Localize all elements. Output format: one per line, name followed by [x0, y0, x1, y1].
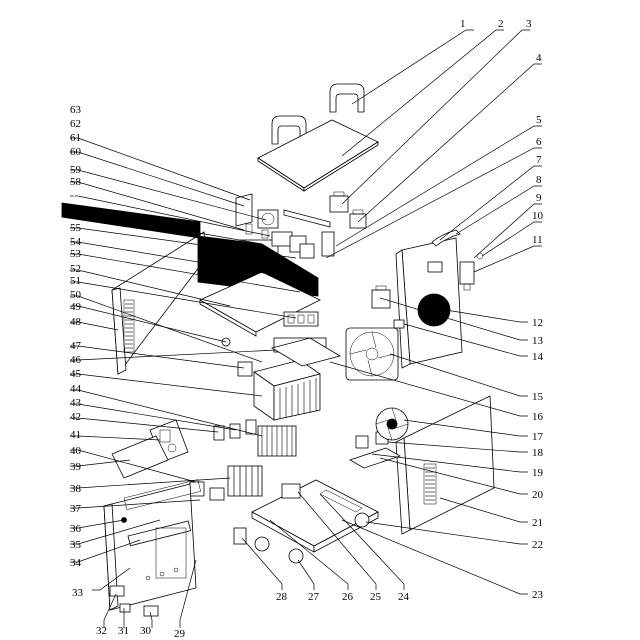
callout-28: 28: [276, 591, 288, 603]
callout-58: 58: [70, 176, 82, 188]
callout-41: 41: [70, 429, 81, 441]
callout-62: 62: [70, 118, 81, 130]
callout-36: 36: [70, 523, 82, 535]
transformer-small: [329, 195, 349, 213]
callout-63: 63: [70, 104, 82, 116]
callout-55: 55: [70, 222, 82, 234]
callout-3: 3: [526, 18, 532, 30]
callout-24: 24: [398, 591, 410, 603]
callout-16: 16: [532, 411, 544, 423]
callout-53: 53: [70, 248, 82, 260]
callout-54: 54: [70, 236, 82, 248]
callout-31: 31: [118, 625, 129, 637]
callout-57: 57: [70, 190, 82, 202]
callout-56: 56: [70, 205, 82, 217]
callout-33: 33: [72, 587, 84, 599]
callout-52: 52: [70, 263, 81, 275]
callout-40: 40: [70, 445, 82, 457]
callout-4: 4: [536, 52, 542, 64]
callout-22: 22: [532, 539, 543, 551]
callout-35: 35: [70, 539, 82, 551]
callout-51: 51: [70, 275, 81, 287]
callout-26: 26: [342, 591, 354, 603]
callout-11: 11: [532, 234, 543, 246]
callout-5: 5: [536, 114, 542, 126]
callout-37: 37: [70, 503, 82, 515]
callout-14: 14: [532, 351, 544, 363]
callout-39: 39: [70, 461, 82, 473]
leader-lines: [70, 29, 542, 628]
callout-34: 34: [70, 557, 82, 569]
callout-20: 20: [532, 489, 544, 501]
callout-9: 9: [536, 192, 542, 204]
callout-32: 32: [96, 625, 107, 637]
callout-48: 48: [70, 316, 82, 328]
callout-12: 12: [532, 317, 543, 329]
callout-27: 27: [308, 591, 320, 603]
callout-23: 23: [532, 589, 544, 601]
callout-1: 1: [460, 18, 466, 30]
callout-13: 13: [532, 335, 544, 347]
handle-left: [271, 115, 307, 145]
callout-45: 45: [70, 368, 82, 380]
callout-19: 19: [532, 467, 544, 479]
callout-25: 25: [370, 591, 382, 603]
transformer-small-2: [349, 213, 367, 229]
callout-59: 59: [70, 164, 82, 176]
callout-10: 10: [532, 210, 544, 222]
callout-17: 17: [532, 431, 544, 443]
callout-60: 60: [70, 146, 82, 158]
callout-6: 6: [536, 136, 542, 148]
parts-layer: [61, 83, 495, 617]
callout-46: 46: [70, 354, 82, 366]
callout-21: 21: [532, 517, 543, 529]
rear-fan: [345, 327, 399, 381]
callout-43: 43: [70, 397, 82, 409]
callout-47: 47: [70, 340, 82, 352]
handle-right: [329, 83, 365, 113]
callout-18: 18: [532, 447, 544, 459]
rear-panel-grille: [417, 293, 451, 327]
callout-2: 2: [498, 18, 504, 30]
callout-7: 7: [536, 154, 542, 166]
callout-49: 49: [70, 301, 82, 313]
callout-30: 30: [140, 625, 152, 637]
callout-42: 42: [70, 411, 81, 423]
callout-50: 50: [70, 289, 82, 301]
callout-38: 38: [70, 483, 82, 495]
callout-numbers: 1 2 3 4 5 6 7 8 9 10 11 12 13 14 15 16 1…: [70, 18, 544, 640]
callout-8: 8: [536, 174, 542, 186]
callout-15: 15: [532, 391, 544, 403]
callout-61: 61: [70, 132, 81, 144]
callout-29: 29: [174, 628, 186, 640]
callout-44: 44: [70, 383, 82, 395]
